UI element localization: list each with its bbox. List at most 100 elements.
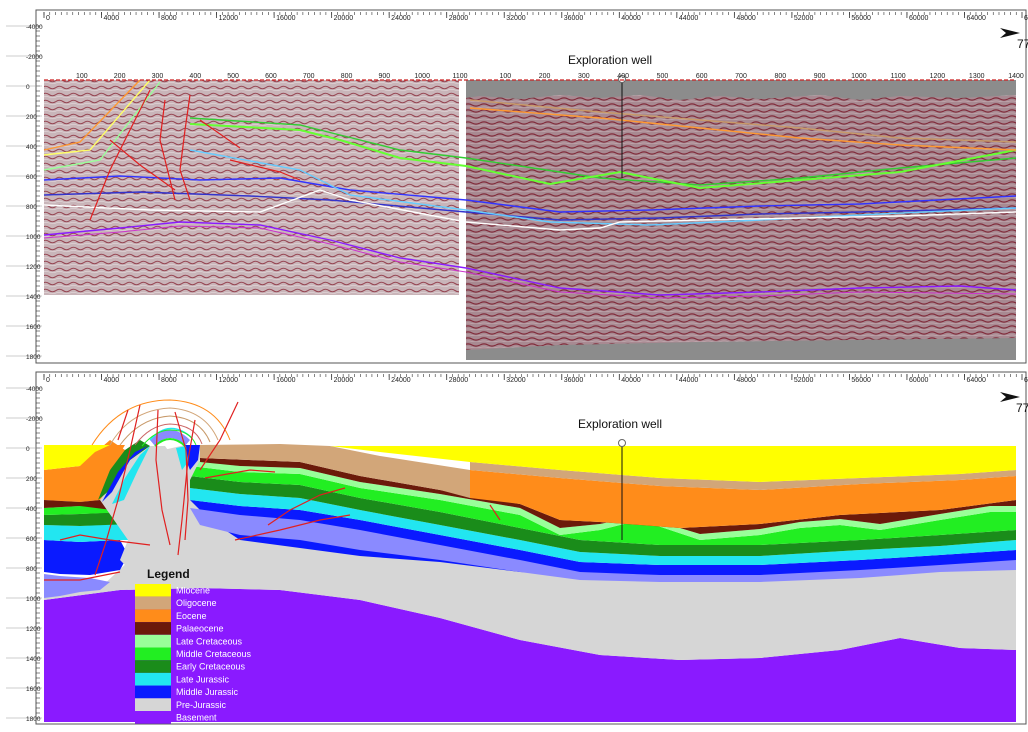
depth-tick-label: 0 <box>26 446 30 453</box>
section-tick-label: 1400 <box>1008 73 1024 80</box>
section-tick-label: 500 <box>227 73 239 80</box>
depth-tick-label: 1200 <box>26 626 41 633</box>
layer-eocene <box>470 470 1016 528</box>
depth-tick-label: -2000 <box>26 54 43 61</box>
section-tick-label: 300 <box>152 73 164 80</box>
ruler-tick-label: 20000 <box>334 15 354 22</box>
ruler-tick-label: 64000 <box>966 15 986 22</box>
legend: Legend MioceneOligoceneEocenePalaeoceneL… <box>135 567 252 724</box>
section-tick-label: 600 <box>265 73 277 80</box>
depth-tick-label: 200 <box>26 476 37 483</box>
depth-tick-label: 1200 <box>26 264 41 271</box>
section-tick-label: 800 <box>341 73 353 80</box>
legend-item-label: Middle Cretaceous <box>176 649 252 659</box>
layer-basement <box>44 588 1016 722</box>
ruler-tick-label: 16000 <box>276 15 296 22</box>
ruler-tick-label: 24000 <box>391 377 411 384</box>
ruler-tick-label: 44000 <box>679 15 699 22</box>
arrow-label-top: 77 <box>1017 37 1028 51</box>
legend-title: Legend <box>147 567 190 581</box>
legend-item-label: Oligocene <box>176 598 217 608</box>
layer-oligocene <box>200 444 470 498</box>
legend-item-label: Middle Jurassic <box>176 687 239 697</box>
depth-tick-label: 800 <box>26 204 37 211</box>
ruler-tick-label: 8000 <box>161 15 177 22</box>
section-tick-label: 700 <box>735 73 747 80</box>
section-tick-label: 200 <box>114 73 126 80</box>
ruler-tick-label: 28000 <box>449 15 469 22</box>
depth-tick-label: -4000 <box>26 386 43 393</box>
section-tick-label: 200 <box>539 73 551 80</box>
seismic-top-mute <box>466 80 1016 100</box>
legend-item-label: Basement <box>176 713 217 723</box>
bottom-depth-ruler: -4000-2000020040060080010001200140016001… <box>6 386 43 723</box>
depth-tick-label: 1000 <box>26 596 41 603</box>
legend-item-label: Eocene <box>176 611 207 621</box>
eroded-horizons <box>91 399 231 447</box>
legend-item: Middle Cretaceous <box>135 647 252 661</box>
legend-item: Miocene <box>135 584 210 597</box>
ruler-tick-label: 56000 <box>851 15 871 22</box>
layer-early-cretaceous <box>190 476 1016 556</box>
legend-item: Eocene <box>135 609 207 623</box>
legend-item-label: Pre-Jurassic <box>176 700 227 710</box>
section-tick-label: 800 <box>774 73 786 80</box>
legend-swatch <box>135 596 171 610</box>
ruler-tick-label: 48000 <box>736 377 756 384</box>
layer-miocene <box>330 446 1016 482</box>
legend-item: Palaeocene <box>135 622 224 635</box>
legend-swatch <box>135 609 171 623</box>
section-tick-label: 100 <box>76 73 88 80</box>
layer-middle-cretaceous <box>190 466 1016 545</box>
depth-tick-label: 1600 <box>26 686 41 693</box>
legend-item-label: Late Cretaceous <box>176 636 243 646</box>
seismic-section-left <box>44 80 459 295</box>
layer-middle-jurassic-lower <box>190 508 1016 582</box>
legend-item-label: Late Jurassic <box>176 674 230 684</box>
well-label-top: Exploration well <box>568 53 652 67</box>
section-tick-label: 1000 <box>851 73 867 80</box>
section-tick-label: 500 <box>657 73 669 80</box>
interpreted-horizons <box>43 79 1017 299</box>
ruler-tick-label: 0 <box>46 377 50 384</box>
ruler-tick-label: 4000 <box>104 377 120 384</box>
legend-item-label: Miocene <box>176 586 210 596</box>
layer-miocene-left <box>44 445 110 470</box>
ruler-tick-label: 44000 <box>679 377 699 384</box>
legend-swatch <box>135 711 171 724</box>
legend-item-label: Palaeocene <box>176 624 224 634</box>
ruler-tick-label: 12000 <box>219 377 239 384</box>
section-tick-label: 1200 <box>930 73 946 80</box>
ruler-tick-label: 24000 <box>391 15 411 22</box>
depth-tick-label: 1400 <box>26 294 41 301</box>
section-tick-label: 1000 <box>414 73 430 80</box>
section-tick-label: 600 <box>696 73 708 80</box>
ruler-tick-label: 36000 <box>564 377 584 384</box>
legend-swatch <box>135 584 171 597</box>
section-tick-label: 400 <box>189 73 201 80</box>
ruler-tick-label: 48000 <box>736 15 756 22</box>
ruler-tick-label: 32000 <box>506 377 526 384</box>
ruler-tick-label: 36000 <box>564 15 584 22</box>
geologic-model <box>44 427 1016 722</box>
legend-item: Early Cretaceous <box>135 660 246 673</box>
ruler-tick-label: 60000 <box>909 15 929 22</box>
arrow-label-bottom: 77 <box>1016 401 1028 415</box>
layer-diapir-core <box>100 445 200 570</box>
depth-tick-label: 1600 <box>26 324 41 331</box>
section-tick-label: 300 <box>578 73 590 80</box>
legend-swatch <box>135 672 171 686</box>
ruler-tick-label: 52000 <box>794 15 814 22</box>
ruler-tick-label: 12000 <box>219 15 239 22</box>
depth-tick-label: 1800 <box>26 354 41 361</box>
section-tick-label: 1100 <box>891 73 906 80</box>
section-tick-label: 900 <box>814 73 826 80</box>
depth-tick-label: 0 <box>26 84 30 91</box>
depth-tick-label: -4000 <box>26 24 43 31</box>
